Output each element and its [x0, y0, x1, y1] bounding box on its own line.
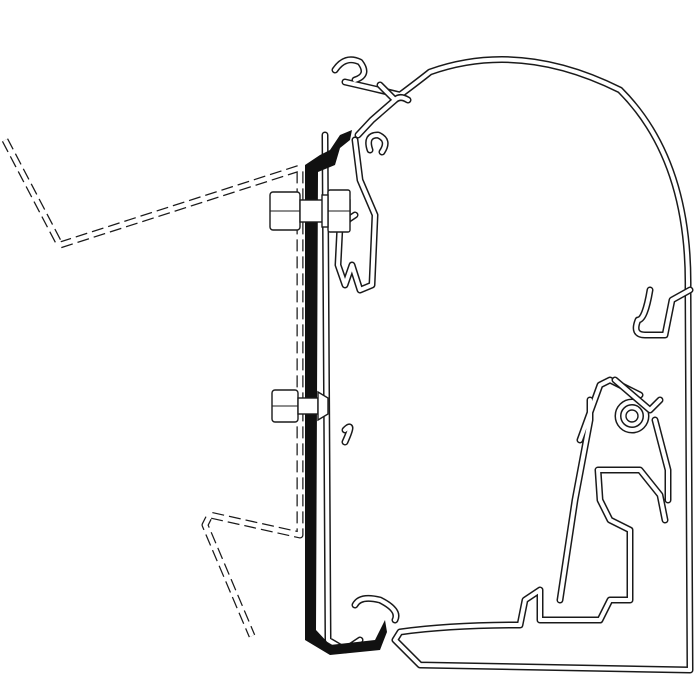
awning-profile — [321, 56, 694, 674]
upper-bolt — [269, 189, 351, 233]
adapter-plate — [305, 130, 387, 655]
lower-bolt — [271, 389, 329, 423]
dashed-wall-bracket — [1, 138, 304, 638]
